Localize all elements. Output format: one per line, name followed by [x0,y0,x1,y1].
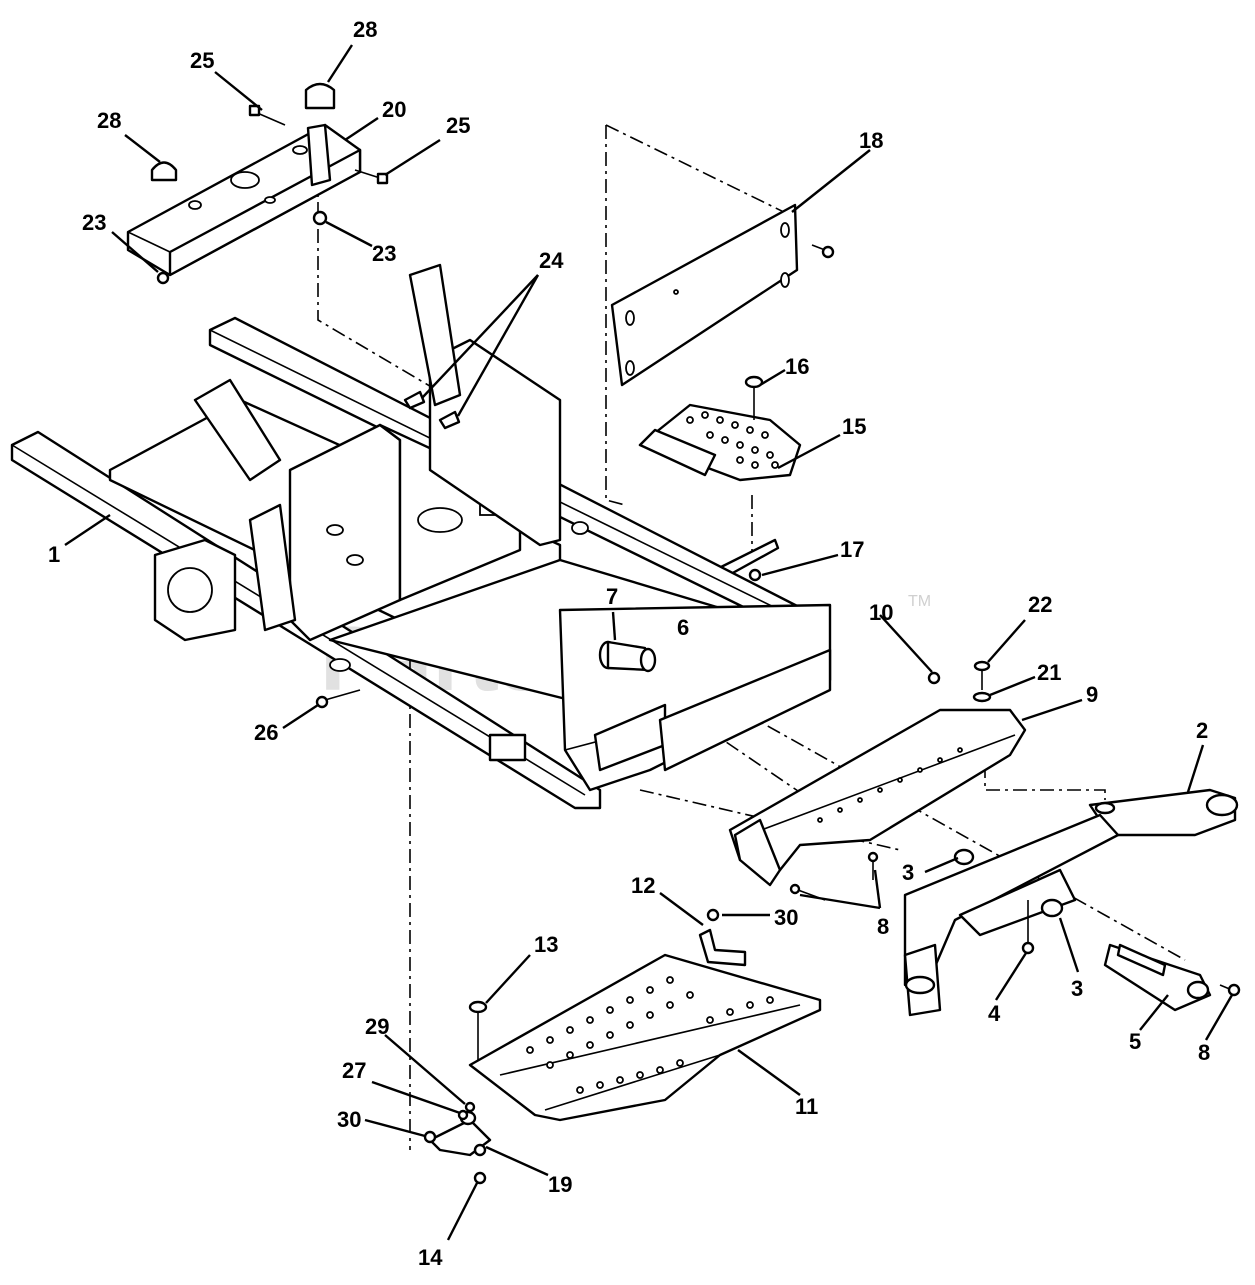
bolt-13 [468,1000,488,1060]
callout-4: 4 [988,1001,1001,1026]
nut-23-center [312,210,328,226]
bushing-6-7 [598,640,657,673]
bushing-3-right [1040,898,1064,918]
bracket-12 [698,928,747,967]
bolt-22 [973,660,991,690]
bolt-5 [1116,943,1167,977]
bolt-26 [315,689,361,709]
callout-14: 14 [418,1245,443,1270]
callout-18: 18 [859,128,883,153]
pin-16 [744,375,764,420]
callout-28-top: 28 [353,17,377,42]
callout-29: 29 [365,1014,389,1039]
callout-5: 5 [1129,1029,1141,1054]
callout-24: 24 [539,248,564,273]
callout-23-left: 23 [82,210,106,235]
nut-23-left [156,271,170,285]
callout-3-left: 3 [902,860,914,885]
axle-bracket-9 [728,708,1027,887]
callout-labels: 28 25 20 25 28 23 23 24 18 16 15 1 17 7 … [48,17,1210,1270]
callout-leaders [64,44,1234,1241]
callout-16: 16 [785,354,809,379]
washer-21 [972,691,992,703]
nut-30-top [706,908,720,922]
nut-30-bottom [423,1130,437,1144]
callout-13: 13 [534,932,558,957]
rubber-bumper-28-top [304,82,336,110]
callout-10: 10 [869,600,893,625]
bushing-3-left [953,848,975,866]
callout-30-top: 30 [774,905,798,930]
bolt-25-left [248,104,286,126]
pin-24-right [438,410,461,430]
callout-30-bottom: 30 [337,1107,361,1132]
callout-22: 22 [1028,592,1052,617]
callout-8-right: 8 [1198,1040,1210,1065]
nut-14 [473,1171,487,1185]
washer-27 [457,1109,469,1121]
callout-23-center: 23 [372,241,396,266]
callout-26: 26 [254,720,278,745]
callout-7: 7 [606,584,618,609]
callout-15: 15 [842,414,866,439]
bolt-4 [1021,900,1035,955]
callout-8-left: 8 [877,914,889,939]
screw-18 [811,244,835,259]
callout-12: 12 [631,873,655,898]
callout-25-left: 25 [190,48,214,73]
callout-25-right: 25 [446,113,470,138]
callout-28-left: 28 [97,108,121,133]
pin-24-left [403,390,426,410]
callout-2: 2 [1196,718,1208,743]
main-frame-1 [10,263,832,810]
bolt-8-right [1219,983,1241,997]
panel-18 [610,203,799,387]
callout-20: 20 [382,97,406,122]
step-plate-11 [468,953,822,1122]
spring-29 [464,1101,476,1113]
foot-plate-15 [638,403,802,482]
rubber-bumper-28-left [150,161,178,182]
callout-6: 6 [677,615,689,640]
callout-19: 19 [548,1172,572,1197]
callout-27: 27 [342,1058,366,1083]
watermark-trademark: TM [908,593,931,610]
callout-11: 11 [795,1094,818,1119]
callout-9: 9 [1086,682,1098,707]
nut-10 [927,671,941,685]
bolt-25-right [354,169,389,185]
seat-support-bracket [126,123,362,277]
callout-3-right: 3 [1071,976,1083,1001]
callout-17: 17 [840,537,864,562]
callout-1: 1 [48,542,60,567]
bolt-8-left [789,851,879,901]
callout-21: 21 [1037,660,1061,685]
